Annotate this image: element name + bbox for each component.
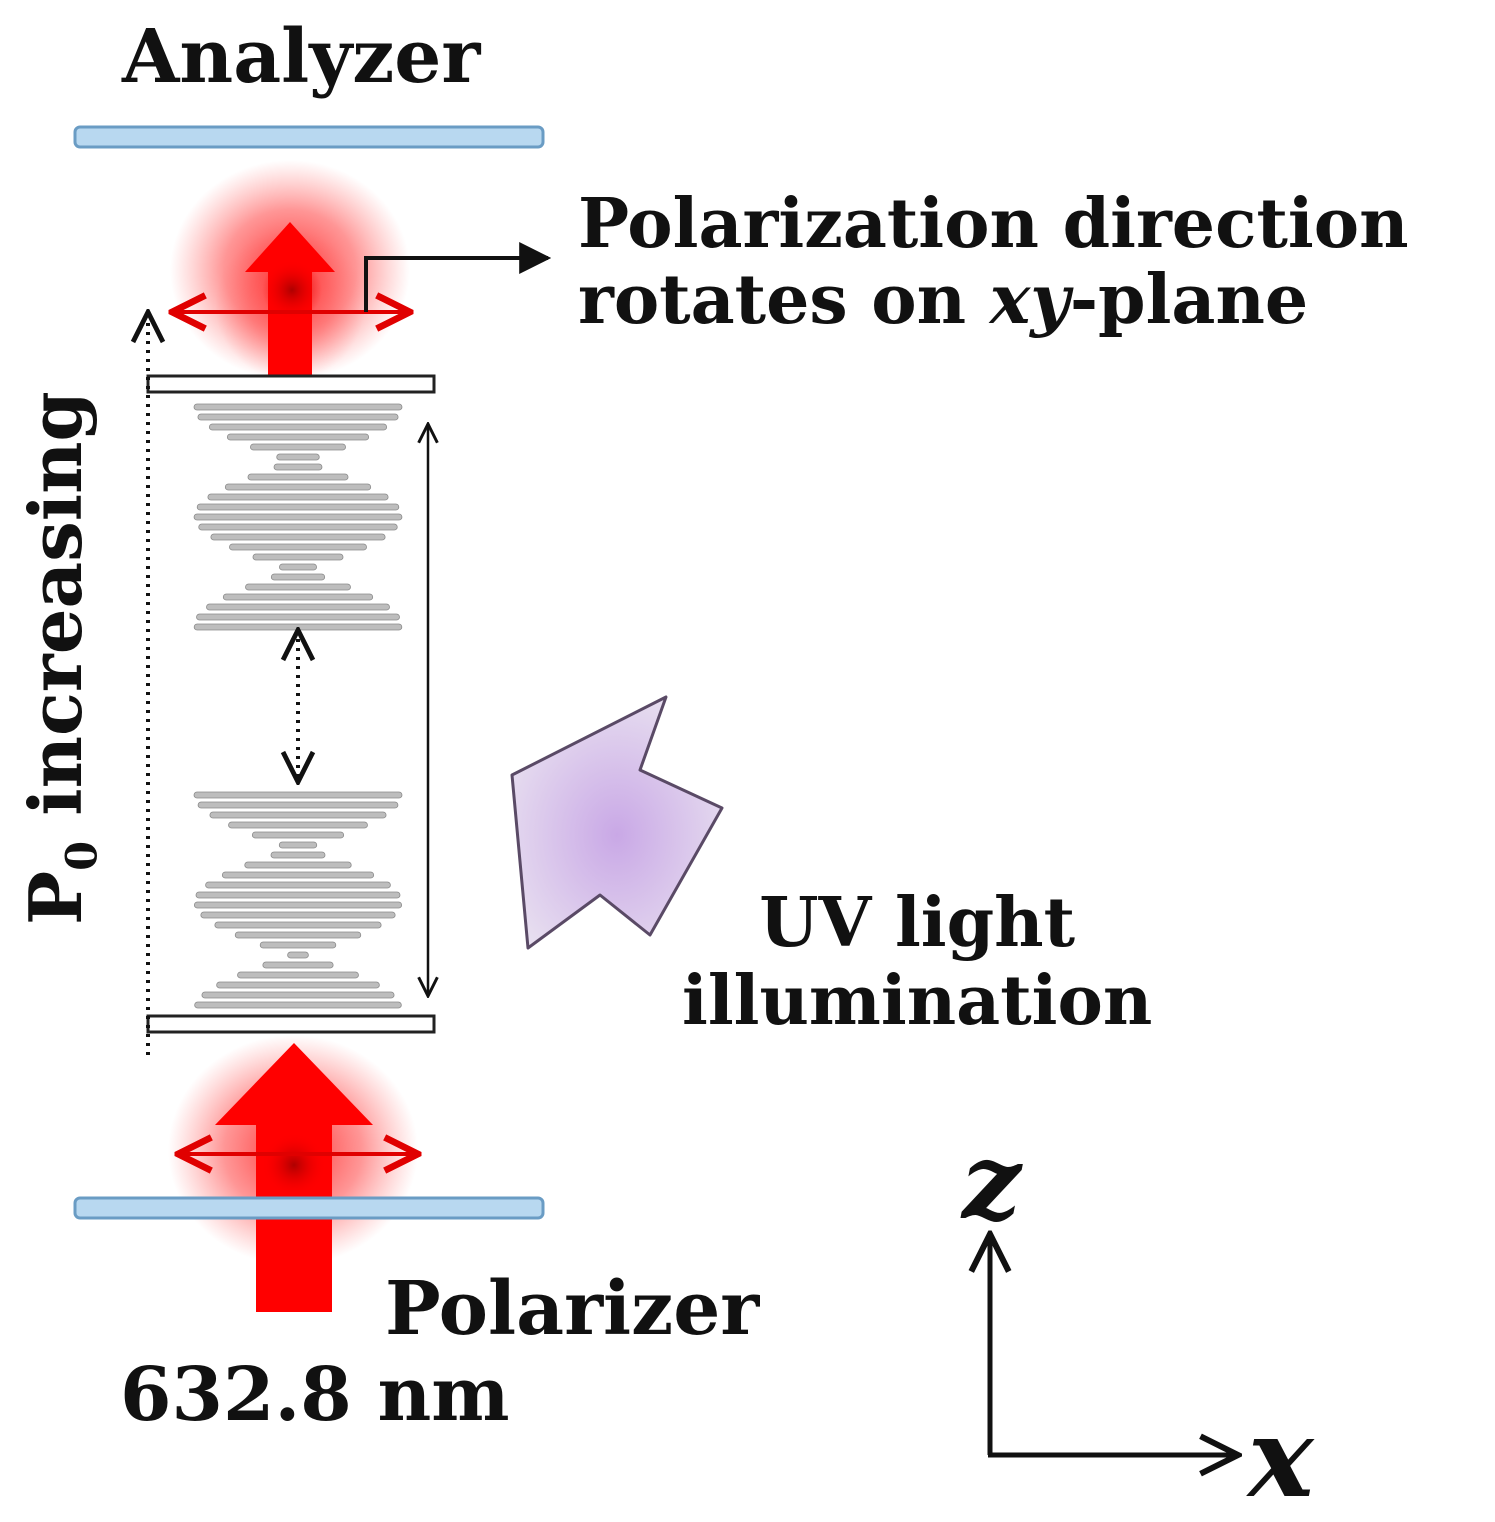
- lc-layer: [193, 791, 403, 799]
- uv-illumination-label: UV light illumination: [682, 883, 1153, 1041]
- lc-layer: [193, 513, 403, 521]
- lc-layer: [262, 961, 334, 969]
- polarization-line-1: Polarization direction: [578, 184, 1409, 264]
- lc-layer: [287, 951, 309, 959]
- lc-layer: [245, 583, 351, 591]
- lc-layer: [216, 981, 380, 989]
- p0-subscript: 0: [56, 840, 108, 871]
- lc-layer: [229, 543, 367, 551]
- wavelength-label: 632.8 nm: [120, 1352, 510, 1438]
- lc-layer: [226, 433, 370, 441]
- lc-layer: [195, 891, 401, 899]
- lc-layer: [244, 861, 352, 869]
- lc-layer: [247, 473, 349, 481]
- z-axis-label: z: [962, 1120, 1022, 1243]
- lc-layer: [251, 831, 345, 839]
- polarization-line-2-xy: xy: [989, 260, 1070, 341]
- uv-line-2: illumination: [682, 960, 1153, 1041]
- lc-layer: [198, 523, 398, 531]
- lc-layer: [208, 423, 388, 431]
- x-axis-label: x: [1248, 1393, 1314, 1522]
- analyzer-label: Analyzer: [122, 14, 481, 100]
- lc-layer: [221, 871, 375, 879]
- lc-layer: [237, 971, 359, 979]
- lc-layer: [234, 931, 362, 939]
- lc-layer: [193, 901, 403, 909]
- lc-layer: [259, 941, 337, 949]
- lc-layer: [224, 483, 372, 491]
- lc-layer: [197, 801, 399, 809]
- lc-layer: [209, 811, 387, 819]
- p0-increasing-label: P0 increasing: [13, 391, 108, 925]
- bottom-beam-core: [262, 1133, 326, 1197]
- lc-layer: [278, 841, 318, 849]
- lc-layer: [228, 821, 368, 829]
- lc-layer: [210, 533, 386, 541]
- cell-bottom-plate: [146, 1014, 436, 1034]
- analyzer-plate: [73, 125, 545, 149]
- lc-layer: [201, 991, 395, 999]
- lc-layer: [270, 851, 326, 859]
- polarization-line-2: rotates on xy-plane: [578, 262, 1409, 338]
- lc-layer: [196, 613, 400, 621]
- lc-layer: [206, 603, 390, 611]
- lc-layer: [193, 623, 403, 631]
- polarization-line-2-pre: rotates on: [578, 260, 990, 341]
- polarization-line-2-post: -plane: [1069, 260, 1309, 341]
- lc-layer: [273, 463, 323, 471]
- lc-layer: [252, 553, 344, 561]
- uv-line-1: UV light: [759, 883, 1076, 963]
- lc-layer: [214, 921, 382, 929]
- polarizer-label: Polarizer: [385, 1266, 760, 1352]
- lc-layer: [196, 503, 400, 511]
- uv-light-arrow: [510, 695, 724, 950]
- lc-layer: [270, 573, 326, 581]
- p0-main: P: [13, 870, 98, 925]
- lc-layer: [279, 563, 317, 571]
- polarizer-plate: [73, 1196, 545, 1220]
- lc-layer: [200, 911, 396, 919]
- polarization-callout-line: [364, 242, 552, 312]
- lc-layer: [250, 443, 346, 451]
- lc-layer: [222, 593, 374, 601]
- p0-rest: increasing: [13, 391, 98, 841]
- lc-layer: [194, 1001, 402, 1009]
- lc-layer: [276, 453, 320, 461]
- polarization-direction-label: Polarization direction rotates on xy-pla…: [578, 186, 1409, 338]
- cell-top-plate: [146, 374, 436, 394]
- lc-layer: [193, 403, 403, 411]
- liquid-crystal-layers: [193, 403, 403, 1009]
- lc-layer: [207, 493, 389, 501]
- lc-layer: [205, 881, 391, 889]
- lc-layer: [197, 413, 399, 421]
